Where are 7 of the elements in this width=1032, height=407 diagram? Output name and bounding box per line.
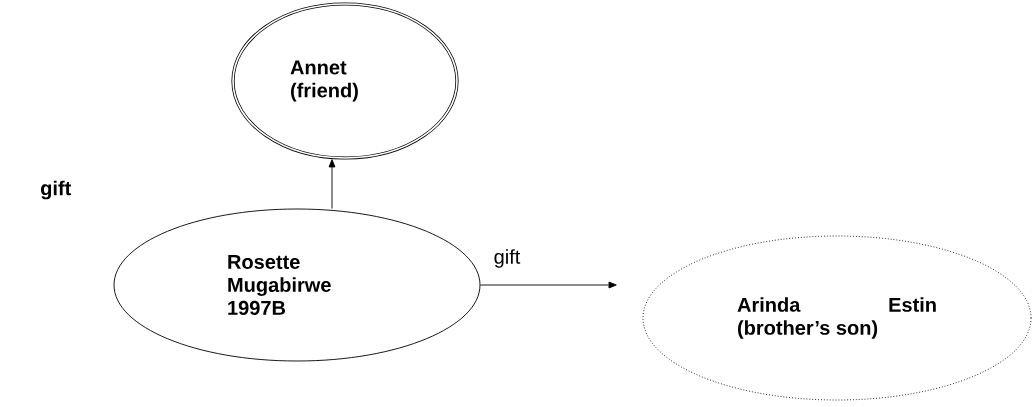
edge-label: gift	[492, 248, 522, 269]
ellipse-node: Rosette Mugabirwe 1997B	[113, 208, 481, 362]
dotted-ellipse-node: Arinda Estin (brother’s son)	[642, 235, 1032, 401]
arrow	[480, 281, 617, 289]
text-label: gift	[41, 180, 72, 200]
ellipse-node: Annet (friend)	[231, 2, 459, 160]
arrow	[328, 159, 336, 209]
